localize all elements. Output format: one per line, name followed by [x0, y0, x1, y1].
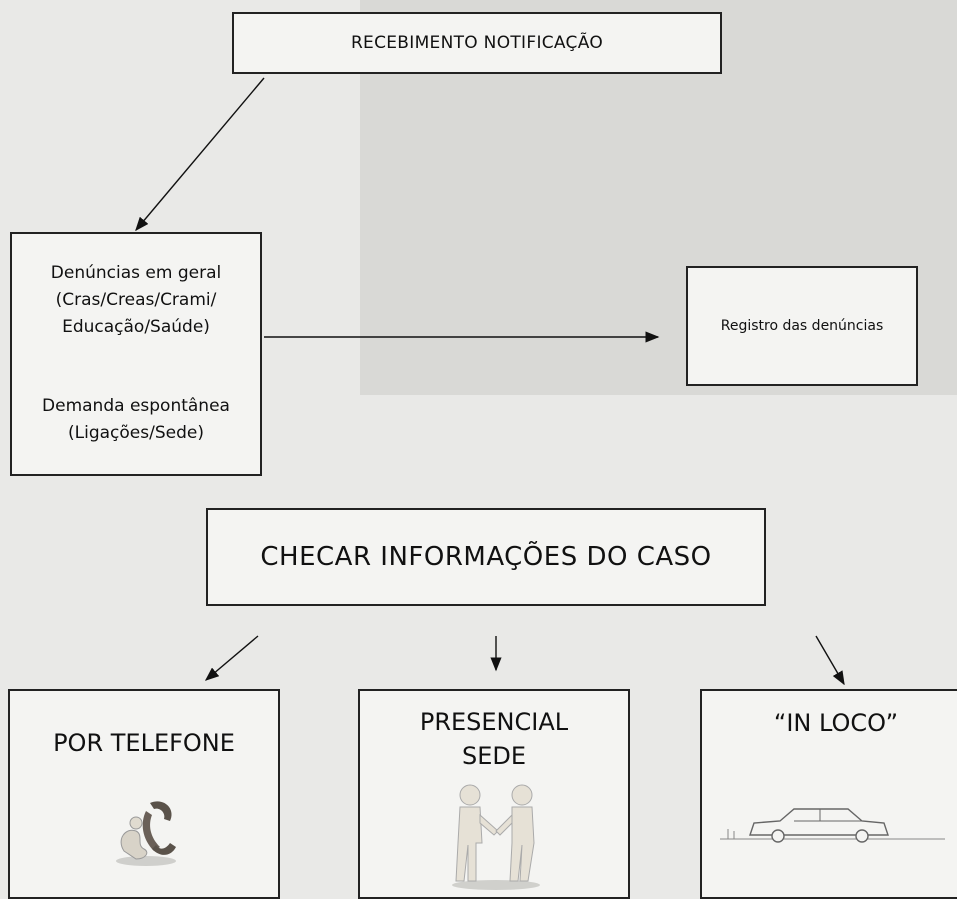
node-label: CHECAR INFORMAÇÕES DO CASO	[260, 542, 712, 572]
telephone-figure-icon	[116, 801, 176, 866]
arrow-middle-to-telefone	[204, 635, 259, 681]
node-label: PRESENCIAL	[419, 708, 569, 736]
node-label: SEDE	[461, 742, 527, 770]
node-label: (Ligações/Sede)	[68, 423, 204, 443]
node-recebimento-notificacao: RECEBIMENTO NOTIFICAÇÃO	[232, 12, 722, 74]
node-label: RECEBIMENTO NOTIFICAÇÃO	[350, 33, 604, 53]
arrow-top-to-left	[135, 77, 265, 232]
node-in-loco: “IN LOCO”	[700, 689, 957, 899]
node-denuncias-demanda: Denúncias em geral (Cras/Creas/Crami/ Ed…	[10, 232, 262, 476]
node-label: “IN LOCO”	[773, 709, 899, 737]
node-label: Demanda espontânea	[42, 396, 230, 416]
node-checar-informacoes: CHECAR INFORMAÇÕES DO CASO	[206, 508, 766, 606]
node-label: Registro das denúncias	[720, 318, 884, 334]
car-icon	[720, 808, 945, 843]
node-presencial-sede: PRESENCIAL SEDE	[358, 689, 630, 899]
node-label: POR TELEFONE	[53, 729, 235, 757]
node-label: Denúncias em geral	[50, 263, 222, 283]
node-label: (Cras/Creas/Crami/	[55, 290, 217, 310]
arrow-middle-to-loco	[815, 635, 845, 686]
node-registro-denuncias: Registro das denúncias	[686, 266, 918, 386]
node-label: Educação/Saúde)	[62, 317, 210, 337]
